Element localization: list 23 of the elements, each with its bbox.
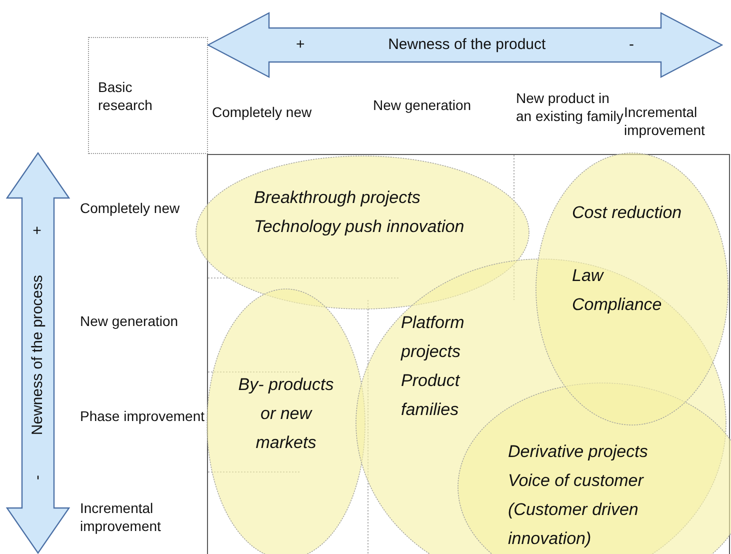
column-heading: Basic research [98,78,154,114]
axis-label: Newness of the product [388,34,546,55]
project-text: Law Compliance [572,265,663,316]
row-heading: New generation [80,312,180,330]
axis-label: + [296,34,305,55]
column-heading: Incremental improvement [624,103,706,139]
row-heading: Phase improvement [80,407,205,425]
row-heading: Incremental improvement [80,499,162,535]
column-heading: Completely new [212,103,313,121]
axis-label: + [28,226,47,235]
project-text: Platform projects Product families [401,312,466,421]
axis-label: Newness of the process [28,274,47,435]
row-heading: Completely new [80,199,181,217]
research-box [88,37,208,154]
project-text: By- products or new markets [237,374,335,454]
project-text: Voice of customer (Customer driven innovation) [508,470,645,550]
column-heading: New generation [373,96,472,114]
project-text: Derivative projects [508,441,649,463]
project-text: Cost reduction [572,202,683,224]
project-text: Technology push innovation [254,216,466,238]
axis-label: - [28,475,47,480]
axis-label: - [628,34,634,55]
project-text: Breakthrough projects [254,187,422,209]
